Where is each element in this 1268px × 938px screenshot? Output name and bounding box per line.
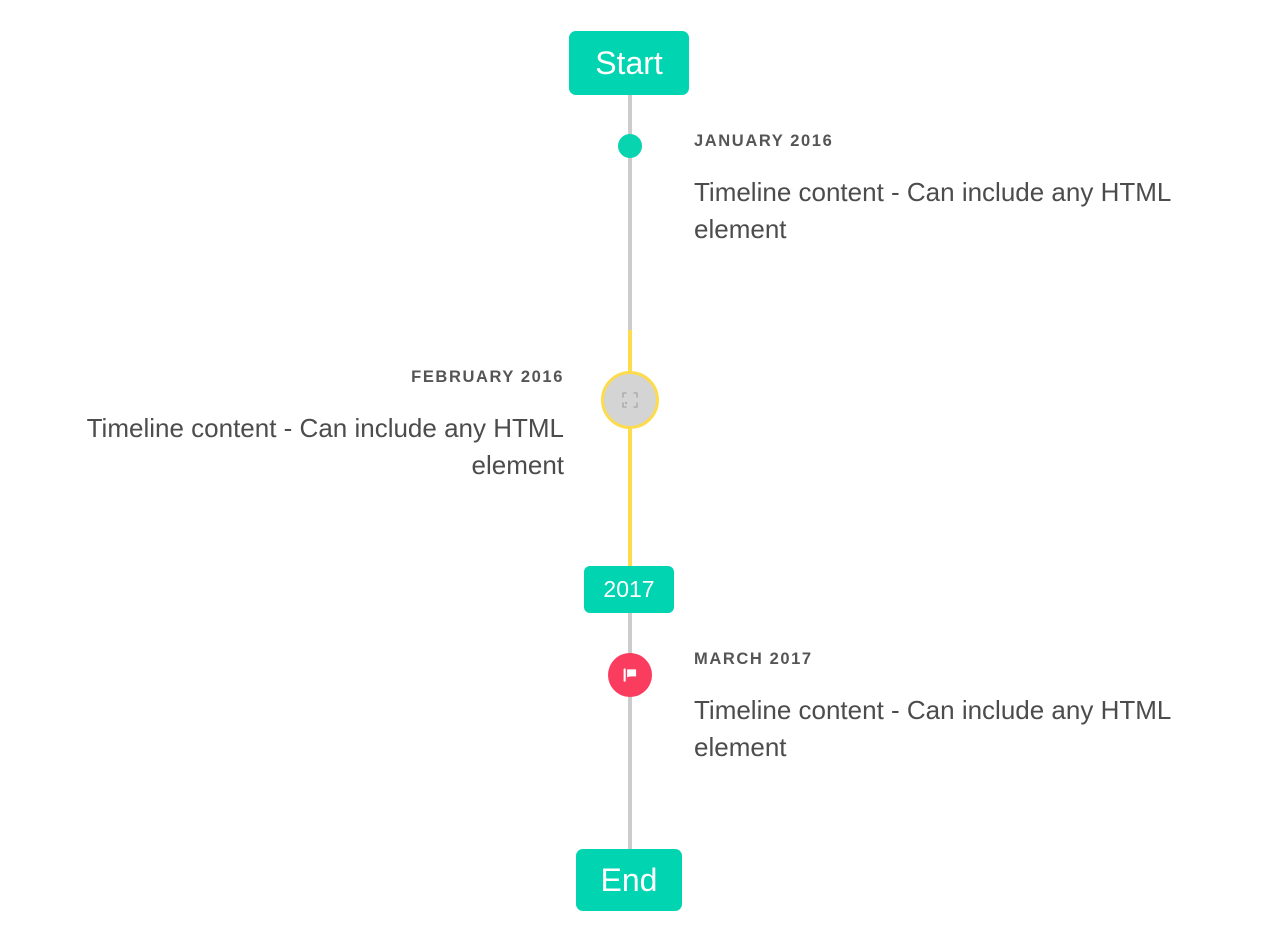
timeline-entry-body: Timeline content - Can include any HTML … — [86, 412, 564, 480]
timeline-entry-date: February 2016 — [411, 368, 564, 386]
broken-image-marker[interactable] — [601, 371, 659, 429]
timeline-entry-body: Timeline content - Can include any HTML … — [694, 176, 1171, 244]
timeline-axis-line-bottom — [628, 613, 632, 853]
flag-marker[interactable] — [608, 653, 652, 697]
flag-icon — [623, 668, 637, 682]
timeline-entry-march-2017: March 2017 Timeline content - Can includ… — [694, 650, 1218, 766]
timeline-entry-body: Timeline content - Can include any HTML … — [694, 694, 1171, 762]
timeline-entry-january-2016: January 2016 Timeline content - Can incl… — [694, 132, 1218, 248]
timeline-axis-line-top — [628, 94, 632, 330]
timeline-entry-february-2016: February 2016 Timeline content - Can inc… — [40, 368, 564, 484]
timeline-entry-date: March 2017 — [694, 650, 813, 668]
timeline-start-badge[interactable]: Start — [569, 31, 689, 95]
timeline-entry-date: January 2016 — [694, 132, 834, 150]
broken-image-icon — [622, 392, 638, 408]
timeline-year-badge-2017[interactable]: 2017 — [584, 566, 674, 613]
timeline-end-badge[interactable]: End — [576, 849, 682, 911]
dot-marker[interactable] — [618, 134, 642, 158]
timeline-axis-line-highlight — [628, 330, 632, 566]
